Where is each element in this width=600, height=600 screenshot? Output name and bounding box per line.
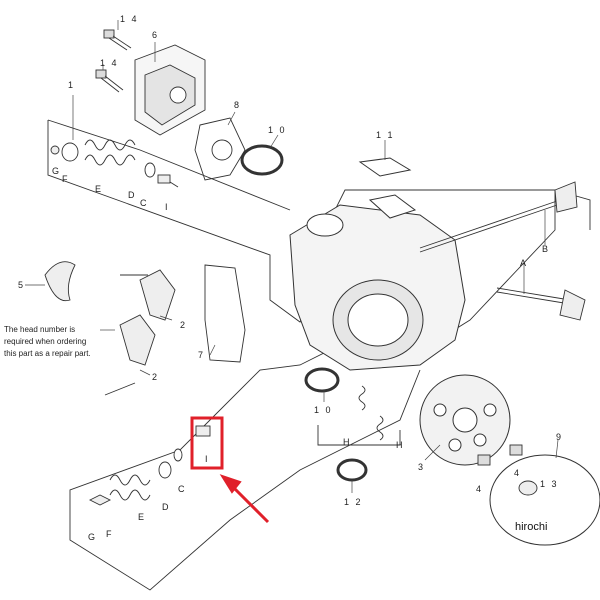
callout-B: B — [542, 244, 548, 254]
leader-lines — [25, 20, 559, 493]
callout-H-left: H — [343, 437, 350, 447]
rocker-arm-group — [44, 261, 176, 396]
note-line-2: required when ordering — [4, 337, 86, 346]
callout-4-left: 4 — [476, 484, 483, 494]
upper-valve-spring-group — [50, 139, 179, 188]
callout-10-top: 1 0 — [268, 125, 287, 135]
callout-4-right: 4 — [514, 468, 521, 478]
head-number-note: The head number is required when orderin… — [4, 325, 91, 358]
cylinder-head — [289, 157, 466, 371]
highlight-box — [190, 416, 224, 470]
callout-H-right: H — [396, 440, 403, 450]
cam-sprocket-3 — [419, 374, 511, 466]
bolt-4-left — [477, 454, 491, 466]
bolt-14-bottom — [95, 69, 124, 93]
callout-A: A — [520, 258, 526, 268]
callout-2-lower: 2 — [152, 372, 159, 382]
valve-a — [496, 287, 586, 321]
callout-C-top: C — [140, 198, 147, 208]
gasket-8 — [194, 117, 246, 181]
callout-C-bottom: C — [178, 484, 185, 494]
bolt-14-top — [103, 29, 132, 51]
callout-G-top: G — [52, 166, 59, 176]
gasket-7 — [204, 264, 246, 363]
callout-D-bottom: D — [162, 502, 169, 512]
callout-5: 5 — [18, 280, 25, 290]
callout-2-upper: 2 — [180, 320, 187, 330]
callout-G-bottom: G — [88, 532, 95, 542]
callout-12: 1 2 — [344, 497, 363, 507]
springs-h — [317, 385, 401, 446]
callout-I-top: I — [165, 202, 168, 212]
callout-14-lower: 1 4 — [100, 58, 119, 68]
watermark-text: hirochi — [515, 521, 547, 533]
callout-7: 7 — [198, 350, 205, 360]
note-line-1: The head number is — [4, 325, 75, 334]
note-line-3: this part as a repair part. — [4, 349, 91, 358]
callout-D-top: D — [128, 190, 135, 200]
callout-F-bottom: F — [106, 529, 112, 539]
highlight-arrow — [219, 474, 270, 524]
callout-9: 9 — [556, 432, 563, 442]
callout-I-bottom: I — [205, 454, 208, 464]
callout-1: 1 — [68, 80, 75, 90]
callout-labels: 1 4 1 4 6 1 8 1 0 1 1 B A G F E D C I 5 … — [18, 14, 563, 542]
valve-cover — [134, 44, 206, 136]
callout-F-top: F — [62, 174, 68, 184]
callout-8: 8 — [234, 100, 241, 110]
callout-3: 3 — [418, 462, 425, 472]
callout-14-top: 1 4 — [120, 14, 139, 24]
o-ring-10-top — [240, 144, 284, 176]
gasket-8-hole — [211, 139, 233, 161]
callout-E-top: E — [95, 184, 101, 194]
valve-b — [419, 181, 578, 253]
lower-valve-spring-group — [88, 425, 211, 506]
side-cover-9 — [489, 454, 600, 546]
callout-6: 6 — [152, 30, 159, 40]
plug-13 — [518, 480, 538, 496]
o-ring-12 — [336, 458, 368, 482]
callout-11: 1 1 — [376, 130, 395, 140]
callout-10-bottom: 1 0 — [314, 405, 333, 415]
bolt-4-right — [509, 444, 523, 456]
o-ring-10-bottom — [304, 367, 340, 393]
callout-E-bottom: E — [138, 512, 144, 522]
callout-13: 1 3 — [540, 479, 559, 489]
